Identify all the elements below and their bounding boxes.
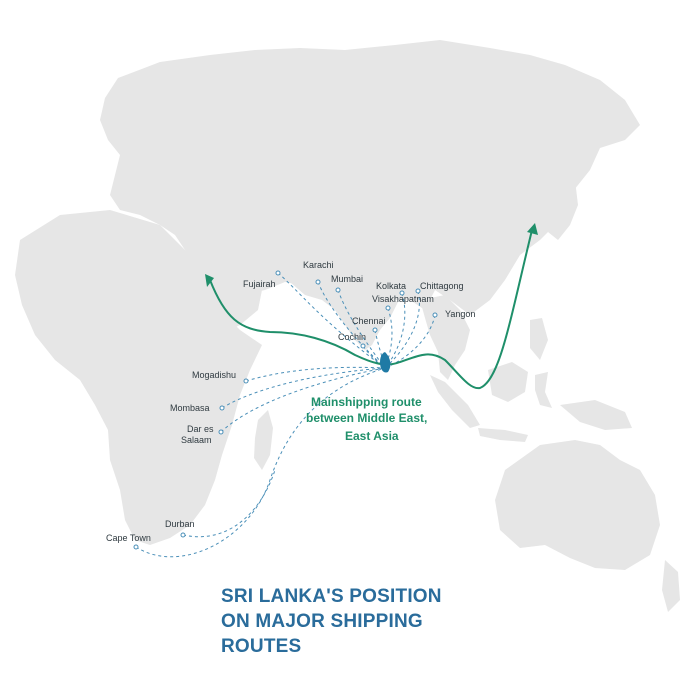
route-mumbai xyxy=(337,289,386,369)
scandinavia-landmass xyxy=(150,70,210,118)
port-label-dar-es-salaam-line-2: Salaam xyxy=(181,435,212,445)
port-marker-chennai xyxy=(372,327,378,333)
port-label-cape-town: Cape Town xyxy=(106,533,151,543)
japan-landmass xyxy=(548,170,578,240)
port-label-mombasa: Mombasa xyxy=(170,403,210,413)
sri-lanka-marker xyxy=(380,352,391,373)
route-mombasa xyxy=(221,367,386,409)
main-route-label-line-3: East Asia xyxy=(345,429,399,443)
port-label-cochin: Cochin xyxy=(338,332,366,342)
port-markers xyxy=(133,270,438,550)
title-line-3: ROUTES xyxy=(221,636,301,657)
port-label-kolkata: Kolkata xyxy=(376,281,406,291)
australia-landmass xyxy=(495,440,660,570)
indochina-landmass xyxy=(420,295,470,380)
main-shipping-route xyxy=(205,223,538,390)
port-marker-yangon xyxy=(432,312,438,318)
port-label-mumbai: Mumbai xyxy=(331,274,363,284)
eurasia-landmass xyxy=(100,40,640,335)
new-guinea-landmass xyxy=(560,400,632,430)
title-line-1: SRI LANKA'S POSITION xyxy=(221,586,442,607)
page-title: SRI LANKA'S POSITION ON MAJOR SHIPPING R… xyxy=(221,586,442,657)
port-marker-fujairah xyxy=(275,270,281,276)
port-marker-cape-town xyxy=(133,544,139,550)
port-label-chittagong: Chittagong xyxy=(420,281,464,291)
port-label-dar-es-salaam: Dar es Salaam xyxy=(181,424,216,445)
port-marker-chittagong xyxy=(415,288,421,294)
main-route-arrow-west xyxy=(205,274,214,287)
title-line-2: ON MAJOR SHIPPING xyxy=(221,611,423,632)
route-cape-town xyxy=(135,367,386,558)
port-label-dar-es-salaam-line-1: Dar es xyxy=(187,424,214,434)
port-marker-cochin xyxy=(360,343,366,349)
sumatra-landmass xyxy=(430,375,480,428)
route-yangon xyxy=(384,314,436,369)
madagascar-landmass xyxy=(254,410,273,470)
route-mogadishu xyxy=(245,366,386,382)
port-marker-visakhapatnam xyxy=(385,305,391,311)
port-marker-dar-es-salaam xyxy=(218,429,224,435)
philippines-landmass xyxy=(530,318,548,360)
main-route-label: Mainshipping route between Middle East, … xyxy=(306,395,427,443)
main-route-label-line-2: between Middle East, xyxy=(306,411,427,425)
port-label-yangon: Yangon xyxy=(445,309,475,319)
route-dar-es-salaam xyxy=(220,367,386,433)
port-label-chennai: Chennai xyxy=(352,316,386,326)
port-marker-karachi xyxy=(315,279,321,285)
port-labels: Fujairah Karachi Mumbai Kolkata Chittago… xyxy=(106,260,475,543)
port-label-durban: Durban xyxy=(165,519,195,529)
india-landmass xyxy=(290,278,398,350)
port-marker-durban xyxy=(180,532,186,538)
port-marker-mogadishu xyxy=(243,378,249,384)
main-route-arrow-east xyxy=(527,223,538,235)
sulawesi-landmass xyxy=(535,372,552,408)
port-label-karachi: Karachi xyxy=(303,260,334,270)
port-label-fujairah: Fujairah xyxy=(243,279,276,289)
main-route-label-line-1: Mainshipping route xyxy=(311,395,422,409)
route-durban xyxy=(182,469,276,538)
new-zealand-landmass xyxy=(662,560,680,612)
route-karachi xyxy=(317,281,386,369)
borneo-landmass xyxy=(488,362,528,402)
route-chittagong xyxy=(384,290,420,369)
main-route-line xyxy=(209,229,533,390)
port-marker-mumbai xyxy=(335,287,341,293)
route-cochin xyxy=(362,345,386,369)
port-marker-mombasa xyxy=(219,405,225,411)
port-label-mogadishu: Mogadishu xyxy=(192,370,236,380)
port-marker-kolkata xyxy=(399,290,405,296)
world-landmass xyxy=(15,40,680,612)
port-label-visakhapatnam: Visakhapatnam xyxy=(372,294,434,304)
java-landmass xyxy=(478,428,528,442)
africa-landmass xyxy=(15,210,262,545)
